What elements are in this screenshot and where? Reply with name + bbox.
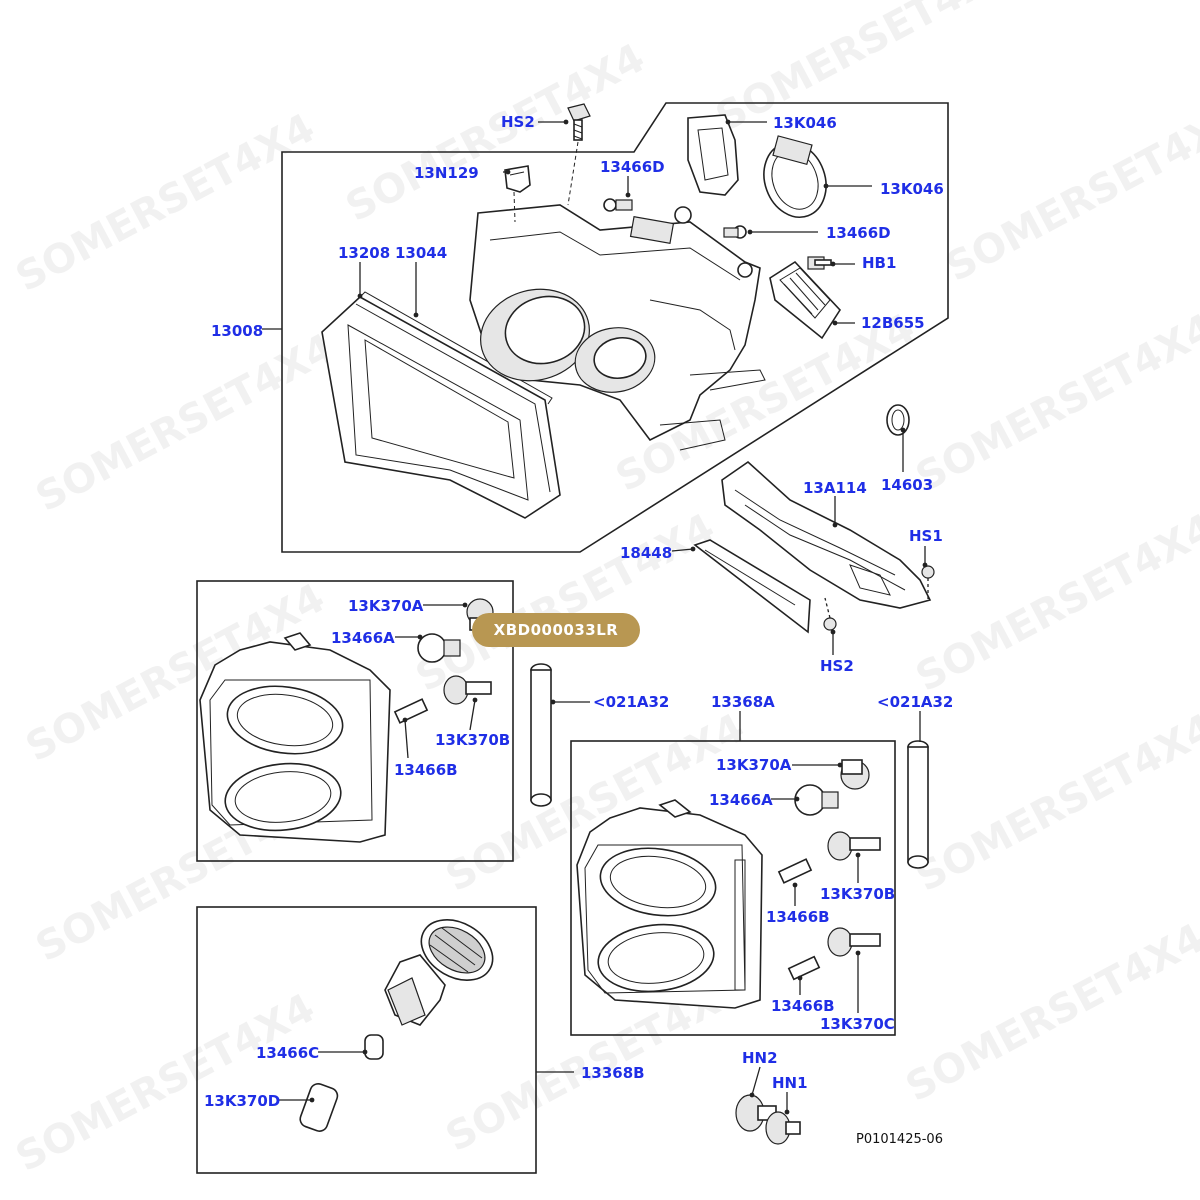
socket-13k370d	[299, 1082, 339, 1132]
callout-13008[interactable]: 13008	[211, 322, 264, 340]
callout-13466d-right[interactable]: 13466D	[826, 224, 891, 242]
callout-021a32-right[interactable]: <021A32	[877, 693, 954, 711]
bulb-13466d-left	[603, 198, 633, 212]
bulb-13466b-right-bottom	[787, 955, 821, 981]
part-number-badge[interactable]: XBD000033LR	[472, 613, 640, 647]
clip-13n129	[504, 165, 531, 223]
callout-hs2-top[interactable]: HS2	[501, 113, 535, 131]
callout-13n129[interactable]: 13N129	[414, 164, 479, 182]
bolt-hs2-bottom	[823, 597, 837, 631]
bolt-hs1	[921, 565, 935, 600]
callout-021a32-left[interactable]: <021A32	[593, 693, 670, 711]
drawing-number: P0101425-06	[856, 1132, 943, 1147]
rear-lamp-left	[199, 632, 391, 843]
bracket-13a114	[721, 460, 932, 609]
headlamp-lens	[321, 291, 561, 519]
socket-13k370c	[827, 927, 881, 957]
callout-hs2-bottom[interactable]: HS2	[820, 657, 854, 675]
bulb-13466b-right-top	[777, 858, 813, 884]
callout-12b655[interactable]: 12B655	[861, 314, 925, 332]
headlamp-housing	[469, 204, 766, 451]
callout-hn1[interactable]: HN1	[772, 1074, 808, 1092]
repeater-body	[384, 954, 446, 1026]
bulb-13466a-left	[417, 633, 461, 663]
callout-13368b[interactable]: 13368B	[581, 1064, 645, 1082]
callout-13k370c[interactable]: 13K370C	[820, 1015, 895, 1033]
callout-hn2[interactable]: HN2	[742, 1049, 778, 1067]
leader-lines	[262, 119, 928, 1115]
callout-13k370d[interactable]: 13K370D	[204, 1092, 281, 1110]
socket-13k370a-right	[840, 759, 870, 790]
callout-13466c[interactable]: 13466C	[256, 1044, 320, 1062]
callout-hb1[interactable]: HB1	[862, 254, 897, 272]
socket-13k370b-right	[827, 831, 881, 861]
callout-13466b-right-top[interactable]: 13466B	[766, 908, 830, 926]
callout-13k046-lower[interactable]: 13K046	[880, 180, 944, 198]
rear-lamp-right	[576, 799, 763, 1009]
rear-lamp-left-frame	[196, 580, 514, 862]
bulb-13466c	[364, 1034, 384, 1060]
callout-13k370a-right[interactable]: 13K370A	[716, 756, 792, 774]
callout-13368a[interactable]: 13368A	[711, 693, 775, 711]
side-repeater-frame	[196, 906, 537, 1174]
callout-13044[interactable]: 13044	[395, 244, 448, 262]
ballast-12b655	[769, 260, 842, 340]
bolt-hs2-top	[567, 103, 591, 206]
cover-13k046-lower	[763, 135, 827, 218]
headlamp-assembly-frame	[281, 102, 949, 553]
repeater-lens-13368b	[420, 919, 494, 981]
callout-13k046-upper[interactable]: 13K046	[773, 114, 837, 132]
callout-13a114[interactable]: 13A114	[803, 479, 867, 497]
sealing-strip-left	[530, 663, 552, 807]
screw-hb1	[807, 256, 832, 270]
callout-13466a-left[interactable]: 13466A	[331, 629, 395, 647]
seal-14603	[886, 404, 910, 436]
bulb-13466d-right	[723, 225, 747, 239]
callout-13k370a-left[interactable]: 13K370A	[348, 597, 424, 615]
trim-18448	[693, 539, 811, 634]
rear-lamp-right-frame	[570, 740, 896, 1036]
callout-14603[interactable]: 14603	[881, 476, 934, 494]
callout-13k370b-left[interactable]: 13K370B	[435, 731, 511, 749]
callout-18448[interactable]: 18448	[620, 544, 673, 562]
callout-13208[interactable]: 13208	[338, 244, 391, 262]
callout-13466b-right-bottom[interactable]: 13466B	[771, 997, 835, 1015]
callout-13k370b-right[interactable]: 13K370B	[820, 885, 896, 903]
callout-13466d-left[interactable]: 13466D	[600, 158, 665, 176]
callout-13466b-left[interactable]: 13466B	[394, 761, 458, 779]
cover-13k046-upper	[687, 114, 739, 196]
sealing-strip-right	[907, 740, 929, 869]
bulb-13466a-right	[794, 784, 839, 816]
bulb-13466b-left	[393, 698, 429, 724]
nut-hn1	[765, 1111, 801, 1145]
callout-13466a-right[interactable]: 13466A	[709, 791, 773, 809]
callout-hs1[interactable]: HS1	[909, 527, 943, 545]
socket-13k370b-left	[443, 675, 492, 705]
